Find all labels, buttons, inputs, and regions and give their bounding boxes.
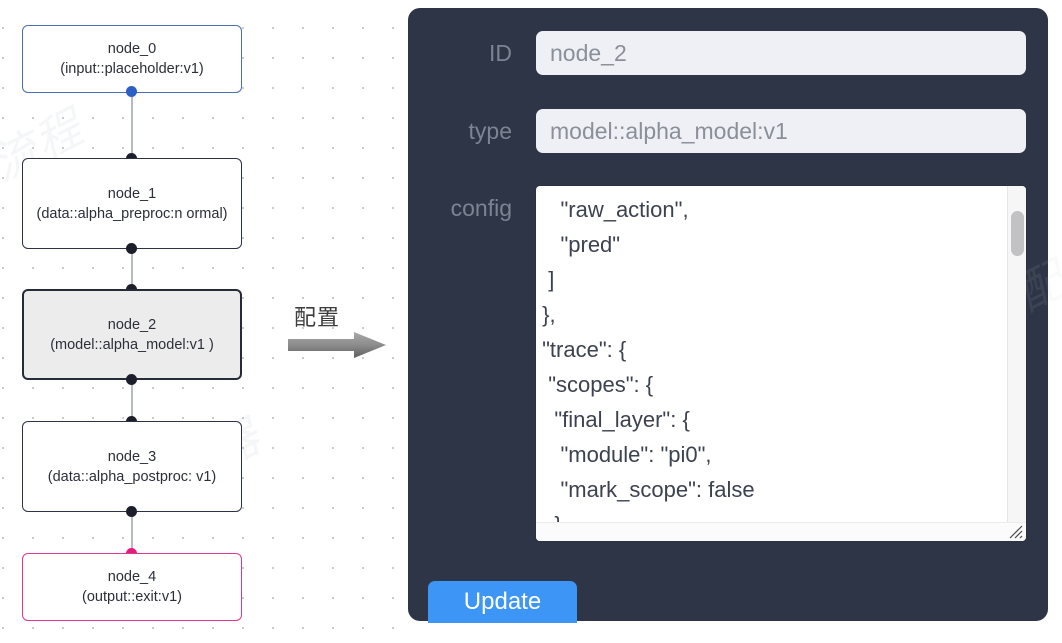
graph-node-node_3[interactable]: node_3(data::alpha_postproc: v1) [22, 421, 242, 512]
graph-canvas[interactable]: 流程 编辑器 node_0(input::placeholder:v1) nod… [0, 0, 400, 643]
graph-node-node_1[interactable]: node_1(data::alpha_preproc:n ormal) [22, 158, 242, 249]
graph-node-node_4[interactable]: node_4(output::exit:v1) [22, 553, 242, 621]
graph-node-node_2[interactable]: node_2(model::alpha_model:v1 ) [22, 289, 242, 380]
config-textarea-wrapper[interactable]: "raw_action", "pred" ] }, "trace": { "sc… [536, 186, 1026, 541]
scrollbar-thumb[interactable] [1011, 211, 1024, 256]
port-node_2-output[interactable] [126, 374, 137, 385]
config-field-label: config [450, 195, 512, 221]
graph-node-label: node_2(model::alpha_model:v1 ) [50, 316, 214, 353]
port-node_1-output[interactable] [126, 243, 137, 254]
graph-node-label: node_1(data::alpha_preproc:n ormal) [36, 185, 228, 222]
resize-handle-icon[interactable] [1006, 522, 1024, 540]
graph-edge-3-4 [131, 511, 133, 555]
graph-edge-2-3 [131, 379, 133, 423]
type-input[interactable] [536, 109, 1026, 153]
field-row-id: ID [428, 31, 1026, 75]
field-row-config: config "raw_action", "pred" ] }, "trace"… [428, 186, 1026, 541]
flow-annotation: 配置 [288, 300, 392, 360]
port-node_3-output[interactable] [126, 506, 137, 517]
graph-node-label: node_3(data::alpha_postproc: v1) [47, 448, 217, 485]
id-field-label: ID [489, 40, 512, 66]
vertical-scrollbar[interactable] [1007, 186, 1026, 523]
port-node_0-output[interactable] [126, 86, 137, 97]
update-button[interactable]: Update [428, 581, 577, 623]
graph-edge-1-2 [131, 248, 133, 291]
id-input[interactable] [536, 31, 1026, 75]
type-field-label: type [468, 118, 512, 144]
field-row-type: type [428, 109, 1026, 153]
textarea-bottom-strip [536, 522, 1026, 541]
right-arrow-icon [288, 332, 386, 358]
graph-node-label: node_4(output::exit:v1) [82, 569, 182, 605]
graph-edge-0-1 [131, 92, 133, 160]
graph-node-label: node_0(input::placeholder:v1) [60, 41, 204, 77]
graph-node-node_0[interactable]: node_0(input::placeholder:v1) [22, 25, 242, 93]
config-textarea[interactable]: "raw_action", "pred" ] }, "trace": { "sc… [542, 197, 755, 537]
annotation-label: 配置 [294, 306, 341, 331]
